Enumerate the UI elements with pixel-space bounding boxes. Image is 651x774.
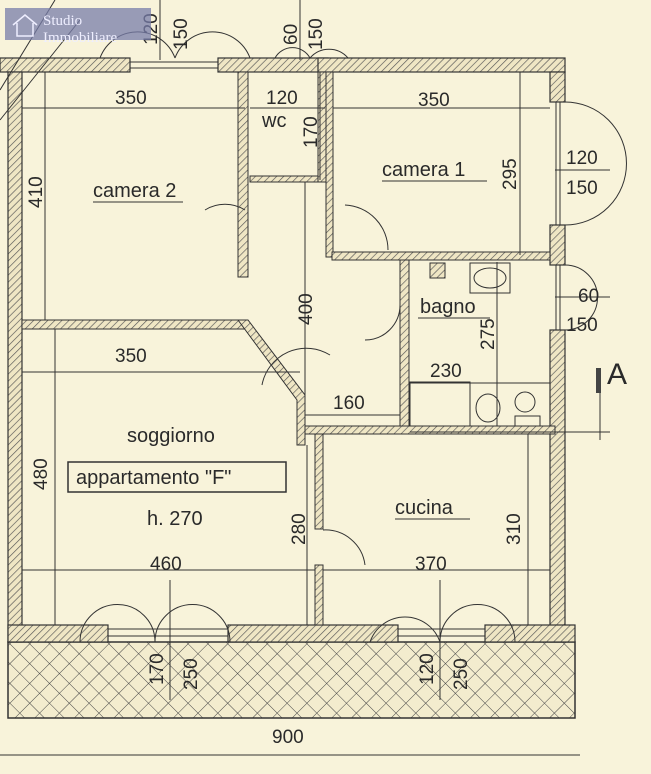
dim: 460 [150, 554, 182, 575]
dim: 310 [504, 513, 525, 545]
apartment-label: appartamento "F" [76, 467, 231, 489]
house-icon [12, 14, 38, 37]
dim: 170 [147, 653, 168, 685]
dim: 150 [306, 18, 327, 50]
interior-walls [21, 71, 556, 626]
dim: 150 [566, 178, 598, 199]
dim: 280 [289, 513, 310, 545]
dim: 120 [266, 88, 298, 109]
dim: 900 [272, 727, 304, 748]
dim: 275 [478, 318, 499, 350]
balcony [7, 641, 576, 719]
section-marker-label: A [607, 358, 627, 391]
room-camera-2: camera 2 [93, 180, 176, 202]
dim: 120 [417, 653, 438, 685]
exterior-walls [0, 57, 576, 643]
windows [0, 0, 627, 643]
dim: 150 [171, 18, 192, 50]
section-marker-bar [596, 368, 601, 393]
dim: 350 [115, 346, 147, 367]
dim: 410 [26, 176, 47, 208]
dim: 60 [578, 286, 599, 307]
dim: 160 [333, 393, 365, 414]
room-camera-1: camera 1 [382, 159, 465, 181]
ceiling-height: h. 270 [147, 508, 203, 530]
dim: 480 [31, 458, 52, 490]
dim: 350 [418, 90, 450, 111]
room-soggiorno: soggiorno [127, 425, 215, 447]
room-cucina: cucina [395, 497, 454, 519]
dim: 295 [500, 158, 521, 190]
dimension-lines [0, 0, 610, 756]
dim: 350 [115, 88, 147, 109]
dim: 120 [566, 148, 598, 169]
dim: 150 [566, 315, 598, 336]
dim: 230 [430, 361, 462, 382]
room-bagno: bagno [420, 296, 476, 318]
dim: 170 [301, 116, 322, 148]
dim: 250 [181, 658, 202, 690]
dim: 370 [415, 554, 447, 575]
dim: 400 [296, 293, 317, 325]
dim: 60 [281, 24, 302, 45]
watermark-logo: Studio Immobiliare [5, 8, 151, 46]
room-wc: wc [261, 110, 286, 132]
dim: 250 [451, 658, 472, 690]
logo-text: Studio Immobiliare [43, 13, 118, 46]
